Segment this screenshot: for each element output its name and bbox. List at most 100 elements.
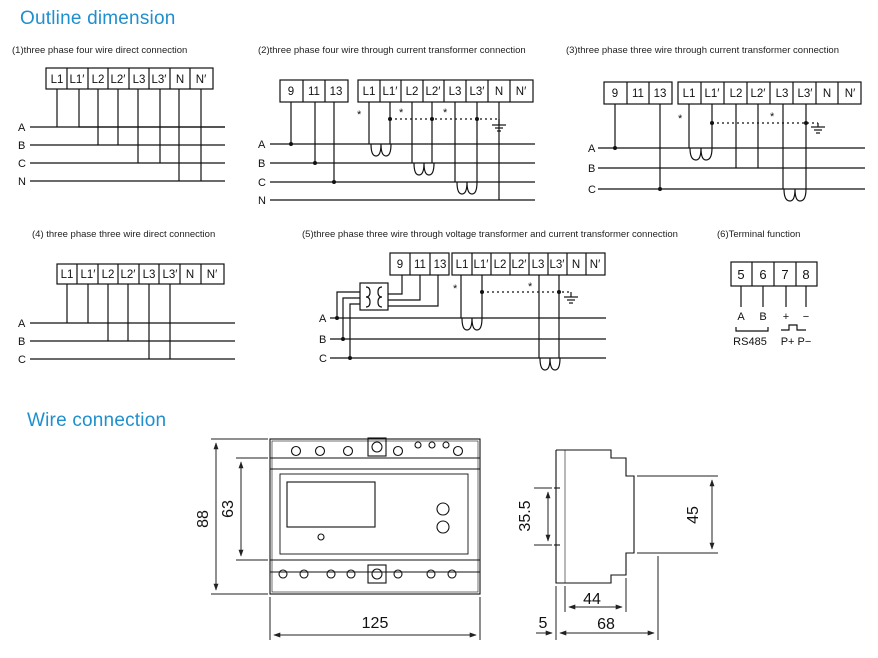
d6-terminal: 6 bbox=[759, 267, 766, 282]
d3-terminal-left: 9 bbox=[612, 88, 618, 100]
d3-terminal: L2 bbox=[730, 88, 743, 100]
diagram-4-lines bbox=[30, 283, 235, 360]
d2-terminal: L3 bbox=[449, 86, 462, 98]
dim-height-63: 63 bbox=[220, 500, 237, 518]
d5-terminal: L3′ bbox=[550, 259, 565, 271]
d3-terminal: L1 bbox=[683, 88, 696, 100]
pulse-output-label: P+ P− bbox=[781, 336, 812, 348]
d5-line-label: B bbox=[319, 334, 326, 346]
d5-terminal-left: 9 bbox=[397, 259, 403, 271]
rs485-label: RS485 bbox=[733, 336, 767, 348]
d1-terminal: L1 bbox=[51, 74, 64, 86]
d3-terminal-left: 11 bbox=[632, 88, 644, 100]
d5-terminal: L2′ bbox=[512, 259, 527, 271]
front-view-dimensions bbox=[211, 438, 481, 640]
d6-terminal: 5 bbox=[737, 267, 744, 282]
d5-star-mark: * bbox=[453, 283, 458, 295]
d3-terminal: N′ bbox=[845, 88, 855, 100]
d1-line-label: C bbox=[18, 158, 26, 170]
diagram-3-terminal-block: 9 11 13 L1 L1′ L2 L2′ L3 L3′ N N′ bbox=[603, 81, 862, 105]
front-view-dim-labels: 88 63 125 bbox=[195, 500, 388, 632]
caption-diagram-5: (5)three phase three wire through voltag… bbox=[302, 229, 678, 240]
d2-terminal-left: 13 bbox=[330, 86, 343, 98]
d4-terminal: L2 bbox=[102, 269, 115, 281]
d5-terminal-left: 13 bbox=[434, 259, 447, 271]
diagram-2-line-labels: A B C N * * * bbox=[258, 107, 448, 207]
d2-star-mark: * bbox=[399, 107, 404, 119]
d2-line-label: N bbox=[258, 195, 266, 207]
d1-terminal: L3 bbox=[133, 74, 146, 86]
d3-line-label: B bbox=[588, 163, 595, 175]
caption-diagram-6: (6)Terminal function bbox=[717, 229, 801, 240]
d1-line-label: B bbox=[18, 140, 25, 152]
d5-star-mark: * bbox=[528, 281, 533, 293]
d5-line-label: C bbox=[319, 353, 327, 365]
d4-terminal: N′ bbox=[207, 269, 217, 281]
d5-terminal: N bbox=[572, 259, 580, 271]
d3-terminal: L1′ bbox=[705, 88, 720, 100]
d1-terminal: L3′ bbox=[152, 74, 167, 86]
diagram-6-lines bbox=[735, 286, 807, 332]
d1-terminal: L2′ bbox=[111, 74, 126, 86]
d3-line-label: C bbox=[588, 184, 596, 196]
side-view-dim-labels: 35.5 45 44 5 68 bbox=[517, 500, 702, 633]
dim-height-35-5: 35.5 bbox=[517, 500, 534, 531]
dim-width-125: 125 bbox=[362, 615, 389, 632]
d2-star-mark: * bbox=[357, 109, 362, 121]
d6-terminal: 7 bbox=[781, 267, 788, 282]
d3-star-mark: * bbox=[678, 113, 683, 125]
dim-width-5: 5 bbox=[539, 615, 548, 632]
dim-width-44: 44 bbox=[583, 591, 601, 608]
d6-terminal: 8 bbox=[802, 267, 809, 282]
dim-width-68: 68 bbox=[597, 616, 615, 633]
caption-diagram-1: (1)three phase four wire direct connecti… bbox=[12, 45, 188, 56]
d6-pin-label: + bbox=[783, 311, 789, 323]
d2-terminal: L3′ bbox=[470, 86, 485, 98]
d3-terminal: L3 bbox=[776, 88, 789, 100]
front-view-drawing bbox=[269, 437, 481, 595]
d1-terminal: N′ bbox=[196, 74, 206, 86]
caption-diagram-4: (4) three phase three wire direct connec… bbox=[32, 229, 216, 240]
wire-connection-title: Wire connection bbox=[27, 410, 167, 431]
d1-line-label: A bbox=[18, 122, 26, 134]
d2-terminal: N bbox=[495, 86, 503, 98]
d4-line-label: A bbox=[18, 318, 26, 330]
diagram-2-lines bbox=[270, 102, 535, 201]
d1-line-label: N bbox=[18, 176, 26, 188]
d3-terminal: L3′ bbox=[798, 88, 813, 100]
d4-terminal: L1′ bbox=[81, 269, 96, 281]
d6-pin-label: B bbox=[759, 311, 766, 323]
d4-terminal: L3 bbox=[143, 269, 156, 281]
d4-line-label: B bbox=[18, 336, 25, 348]
d2-line-label: B bbox=[258, 158, 265, 170]
diagram-6-labels: A B + − RS485 P+ P− bbox=[733, 311, 811, 348]
d2-star-mark: * bbox=[443, 107, 448, 119]
d4-terminal: L2′ bbox=[121, 269, 136, 281]
caption-diagram-3: (3)three phase three wire through curren… bbox=[566, 45, 839, 56]
d2-terminal: L1 bbox=[363, 86, 376, 98]
diagram-5-terminal-block: 9 11 13 L1 L1′ L2 L2′ L3 L3′ N N′ bbox=[389, 252, 606, 276]
d6-pin-label: − bbox=[803, 311, 809, 323]
d3-terminal-left: 13 bbox=[654, 88, 667, 100]
d5-terminal: L3 bbox=[532, 259, 545, 271]
diagram-5-line-labels: A B C * * bbox=[319, 281, 533, 365]
d2-line-label: A bbox=[258, 139, 266, 151]
side-view-drawing bbox=[554, 449, 635, 584]
junction-dots bbox=[289, 117, 808, 360]
d5-terminal-left: 11 bbox=[414, 259, 426, 271]
d2-terminal: L2′ bbox=[426, 86, 441, 98]
d1-terminal: L2 bbox=[92, 74, 105, 86]
dim-height-45: 45 bbox=[685, 506, 702, 524]
d6-pin-label: A bbox=[737, 311, 745, 323]
dim-height-88: 88 bbox=[195, 510, 212, 528]
diagram-1-lines bbox=[30, 89, 225, 182]
caption-diagram-2: (2)three phase four wire through current… bbox=[258, 45, 526, 56]
d5-terminal: L1 bbox=[456, 259, 469, 271]
diagram-3-lines bbox=[598, 104, 865, 202]
d1-terminal: L1′ bbox=[70, 74, 85, 86]
d5-terminal: L1′ bbox=[474, 259, 489, 271]
diagram-1-terminal-block: L1 L1′ L2 L2′ L3 L3′ N N′ bbox=[45, 67, 214, 90]
diagram-4-line-labels: A B C bbox=[18, 318, 26, 366]
d4-terminal: N bbox=[186, 269, 194, 281]
